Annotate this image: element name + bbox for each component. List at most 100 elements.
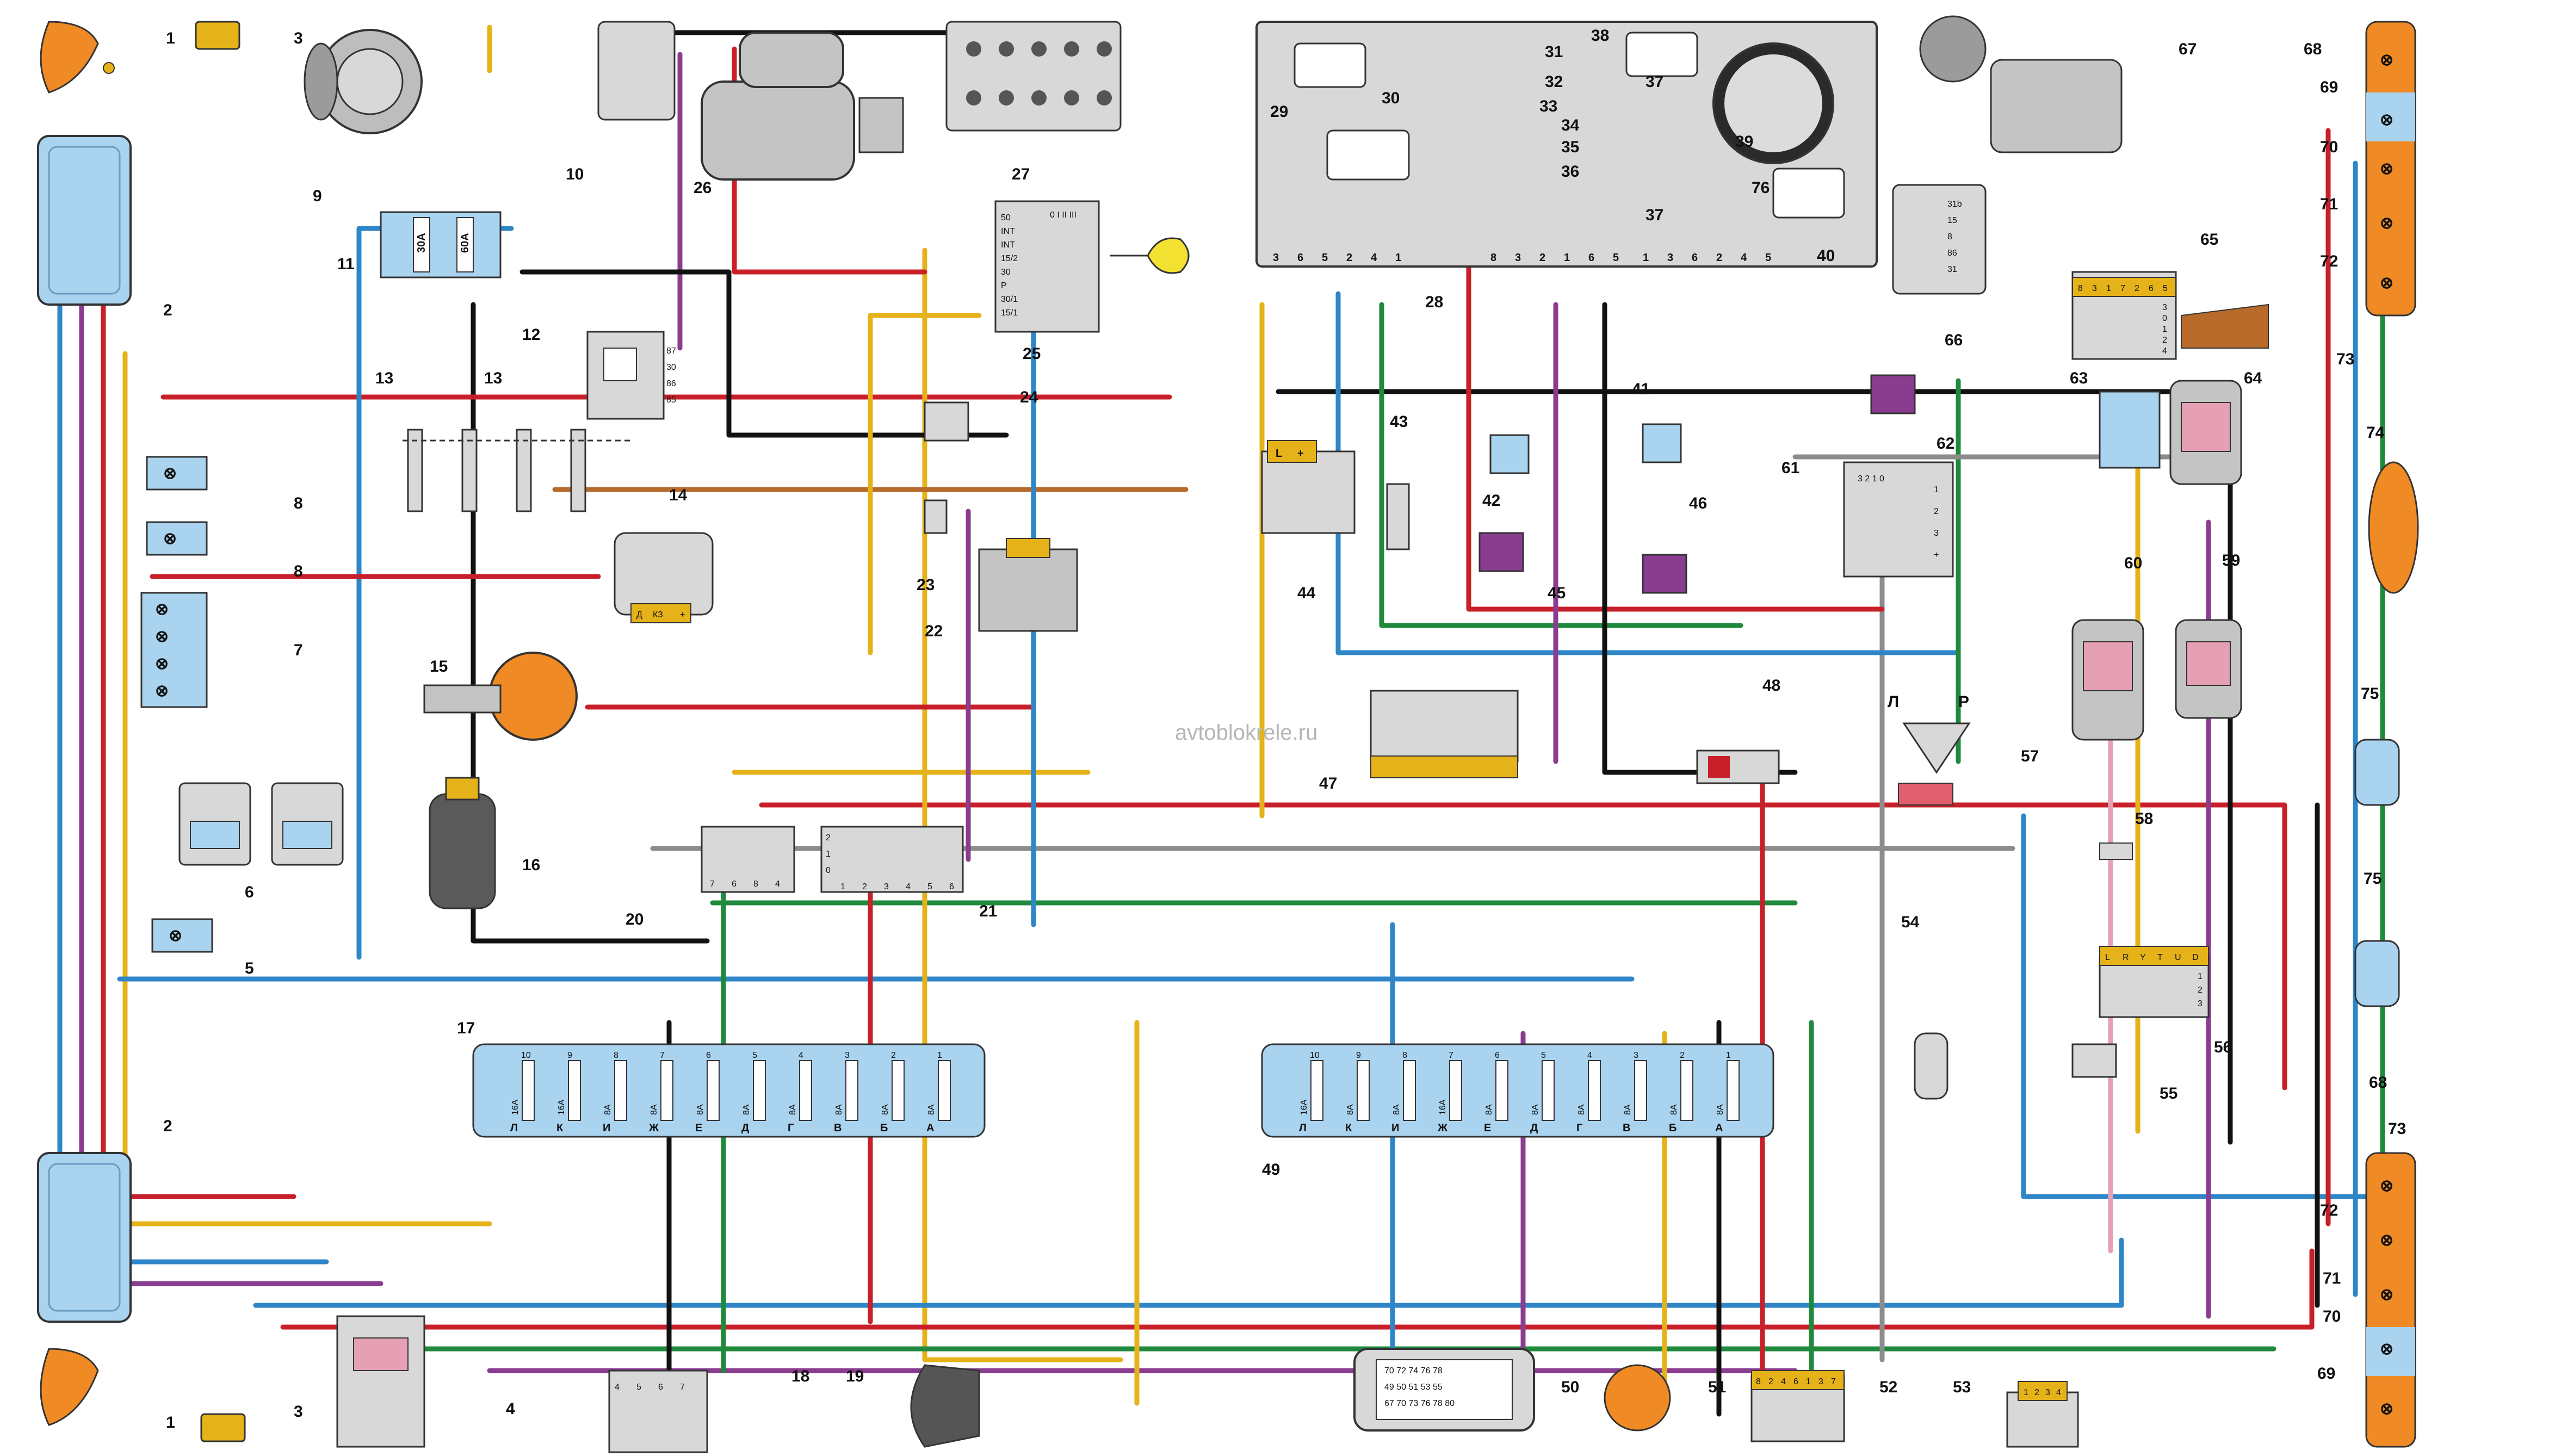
callout-2b: 2 <box>163 1117 172 1135</box>
callout-39: 39 <box>1735 133 1753 151</box>
pin-label: + <box>680 610 685 619</box>
cluster-pin-label: 1 <box>1395 252 1401 264</box>
callout-10: 10 <box>566 165 584 183</box>
key-icon <box>1110 237 1190 274</box>
wiper-switch-65 <box>2071 271 2269 360</box>
wiper-icon <box>2181 303 2269 349</box>
watermark: avtoblokrele.ru <box>1175 721 1317 745</box>
fuse-rating: 8A <box>881 1104 890 1115</box>
callout-33: 33 <box>1539 97 1557 115</box>
pin-label: R <box>2123 953 2129 962</box>
callout-13: 13 <box>375 369 393 387</box>
callout-42: 42 <box>1482 492 1500 510</box>
pin-label: 1 <box>2198 972 2203 981</box>
callout-72: 72 <box>2320 252 2338 270</box>
ignition-row: INT <box>1001 227 1015 236</box>
fuse-rating: 8A <box>649 1104 659 1115</box>
pin-label: 86 <box>1947 249 1957 258</box>
pin-label: 3 <box>2092 284 2097 293</box>
radio-scale-row: 67 70 73 76 78 80 <box>1384 1399 1455 1408</box>
callout-50: 50 <box>1561 1378 1579 1396</box>
svg-text:⊗: ⊗ <box>155 655 169 673</box>
fuse <box>799 1060 812 1121</box>
callout-40: 40 <box>1817 247 1835 265</box>
callout-14: 14 <box>669 486 688 504</box>
callout-9: 9 <box>313 187 322 205</box>
fuse-rating: 8A <box>1623 1104 1632 1115</box>
pin-label: 2 <box>2034 1388 2039 1397</box>
pin-label: 4 <box>775 879 780 889</box>
block-52 <box>1750 1370 1845 1442</box>
radio-scale-row: 70 72 74 76 78 <box>1384 1366 1443 1376</box>
cluster-pin-label: 1 <box>1643 252 1649 264</box>
callout-5: 5 <box>245 959 254 977</box>
switch-61: 3 2 1 0 1 2 3 + <box>1843 461 1954 578</box>
wiper-motor-67 <box>1919 15 2123 153</box>
fuse-30a-label: 30A <box>416 233 428 253</box>
sensor-62 <box>1870 374 1916 414</box>
light-switch-7: ⊗⊗ ⊗⊗ <box>140 592 208 708</box>
callout-73: 73 <box>2336 350 2354 368</box>
relay-12: 87 30 86 85 <box>586 331 676 420</box>
callout-56: 56 <box>2214 1038 2232 1056</box>
ignition-switch-header: 0 I II III <box>1050 210 1077 220</box>
fuse-number: 5 <box>1541 1051 1546 1060</box>
callout-2: 2 <box>163 301 172 319</box>
switch-56 <box>2099 946 2210 1018</box>
callout-4: 4 <box>506 1400 515 1418</box>
fuse-rating: 16A <box>511 1099 520 1115</box>
ignition-row: INT <box>1001 240 1015 250</box>
pin-label: 1 <box>2162 325 2167 334</box>
svg-text:⊗: ⊗ <box>163 464 177 482</box>
svg-text:⊗: ⊗ <box>2380 1400 2393 1418</box>
fuse-60a-label: 60A <box>459 233 471 253</box>
sensor-43 <box>1386 483 1410 550</box>
radio-50: 70 72 74 76 78 49 50 51 53 55 67 70 73 7… <box>1353 1348 1535 1432</box>
fuse-number: 2 <box>1680 1051 1685 1060</box>
fuse-rating: 8A <box>1531 1104 1540 1115</box>
ignition-row: 50 <box>1001 213 1011 222</box>
svg-text:⊗: ⊗ <box>2380 214 2393 232</box>
sensor-57: Л Р <box>1888 693 1971 806</box>
svg-text:⊗: ⊗ <box>169 927 182 945</box>
pin-label: 15 <box>1947 216 1957 225</box>
callout-38: 38 <box>1591 27 1609 45</box>
lamp-75-bottom <box>2354 940 2400 1007</box>
callout-27: 27 <box>1012 165 1030 183</box>
callout-34: 34 <box>1561 116 1580 134</box>
wiper-motor-66 <box>1892 184 1987 295</box>
svg-text:⊗: ⊗ <box>155 600 169 618</box>
horn-bottom <box>200 1413 246 1442</box>
fuse-17-cells: 1016AЛ916AК88AИ78AЖ68AЕ58AД48AГ38AВ28AБ1… <box>510 1051 951 1134</box>
ignition-row: P <box>1001 281 1007 290</box>
pin-label: 1 <box>1934 485 1939 494</box>
switch-23 <box>924 499 948 534</box>
fuse-number: 3 <box>1634 1051 1638 1060</box>
ignition-row: 30 <box>1001 268 1011 277</box>
socket-51 <box>1604 1364 1671 1432</box>
pin-label: 6 <box>658 1383 663 1392</box>
fuse-rating: 16A <box>557 1099 566 1115</box>
pin-label: 3 <box>1934 529 1939 538</box>
callout-61: 61 <box>1781 459 1799 477</box>
fuse <box>1449 1060 1462 1121</box>
callout-36: 36 <box>1561 163 1579 181</box>
callout-51: 51 <box>1708 1378 1726 1396</box>
lamp-75-top <box>2354 739 2400 806</box>
diode-58 <box>2099 842 2133 860</box>
starter-motor <box>701 32 904 181</box>
ignition-switch: 0 I II III 50 INT INT 15/2 30 P 30/1 15/… <box>994 200 1190 333</box>
callout-24: 24 <box>1020 388 1038 406</box>
cluster-pin-label: 1 <box>1564 252 1570 264</box>
callout-74: 74 <box>2366 424 2385 442</box>
ignition-row: 30/1 <box>1001 295 1018 304</box>
pin-label: 85 <box>666 395 676 405</box>
pin-label: 0 <box>826 866 831 875</box>
fuse-letter: К <box>556 1122 564 1134</box>
pin-label: 2 <box>2162 336 2167 345</box>
pin-label: 6 <box>732 879 737 889</box>
pin-label: 5 <box>2163 284 2168 293</box>
pin-label: 6 <box>949 882 954 891</box>
pin-label: 7 <box>710 879 715 889</box>
